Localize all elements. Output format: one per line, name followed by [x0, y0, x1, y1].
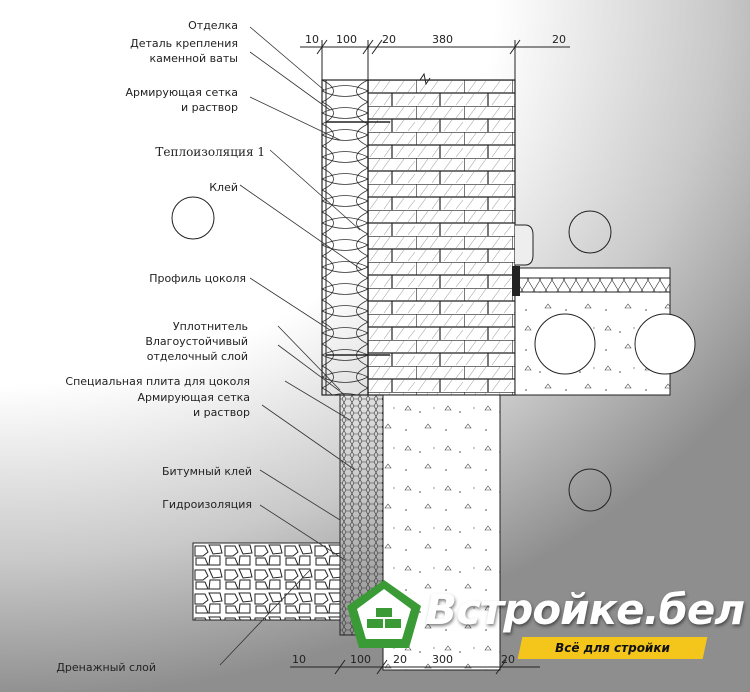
insulation-layer [321, 79, 369, 396]
dim-top-4: 380 [432, 33, 453, 46]
axis-circles [171, 196, 612, 512]
dim-top-5: 20 [552, 33, 566, 46]
dim-bottom-4: 300 [432, 653, 453, 666]
logo-icon [347, 580, 421, 648]
dim-bottom-2: 100 [350, 653, 371, 666]
logo-tagline: Всё для стройки [555, 641, 670, 655]
label-sealant: Уплотнитель [172, 320, 248, 333]
label-glue: Клей [209, 181, 238, 194]
label-wool-fastener: Деталь крепления каменной ваты [130, 37, 238, 65]
dimension-lines [290, 39, 570, 675]
brick-wall [367, 72, 516, 396]
label-finish: Отделка [188, 19, 238, 32]
dim-bottom-5: 20 [501, 653, 515, 666]
logo-brand-text: Встройке.бел [425, 585, 745, 634]
label-plinth-profile: Профиль цоколя [149, 272, 246, 285]
label-reinforcing-mesh-2: Армирующая сетка и раствор [137, 391, 250, 419]
label-reinforcing-mesh: Армирующая сетка и раствор [125, 86, 238, 114]
label-drainage: Дренажный слой [56, 661, 156, 674]
drainage-gravel [192, 542, 341, 621]
dim-top-1: 10 [305, 33, 319, 46]
anchors [326, 121, 390, 356]
floor-slab [512, 224, 696, 396]
dim-top-3: 20 [382, 33, 396, 46]
dim-top-2: 100 [336, 33, 357, 46]
leader-lines [219, 26, 363, 666]
label-bitumen-glue: Битумный клей [161, 465, 252, 478]
label-waterproofing: Гидроизоляция [162, 498, 252, 511]
label-plinth-plate: Специальная плита для цоколя [65, 375, 250, 388]
logo-tagline-banner: Всё для стройки [517, 637, 708, 659]
dim-bottom-3: 20 [393, 653, 407, 666]
dim-bottom-1: 10 [292, 653, 306, 666]
label-insulation: Теплоизоляция 1 [155, 145, 265, 159]
label-moisture-layer: Влагоустойчивый отделочный слой [145, 335, 248, 363]
